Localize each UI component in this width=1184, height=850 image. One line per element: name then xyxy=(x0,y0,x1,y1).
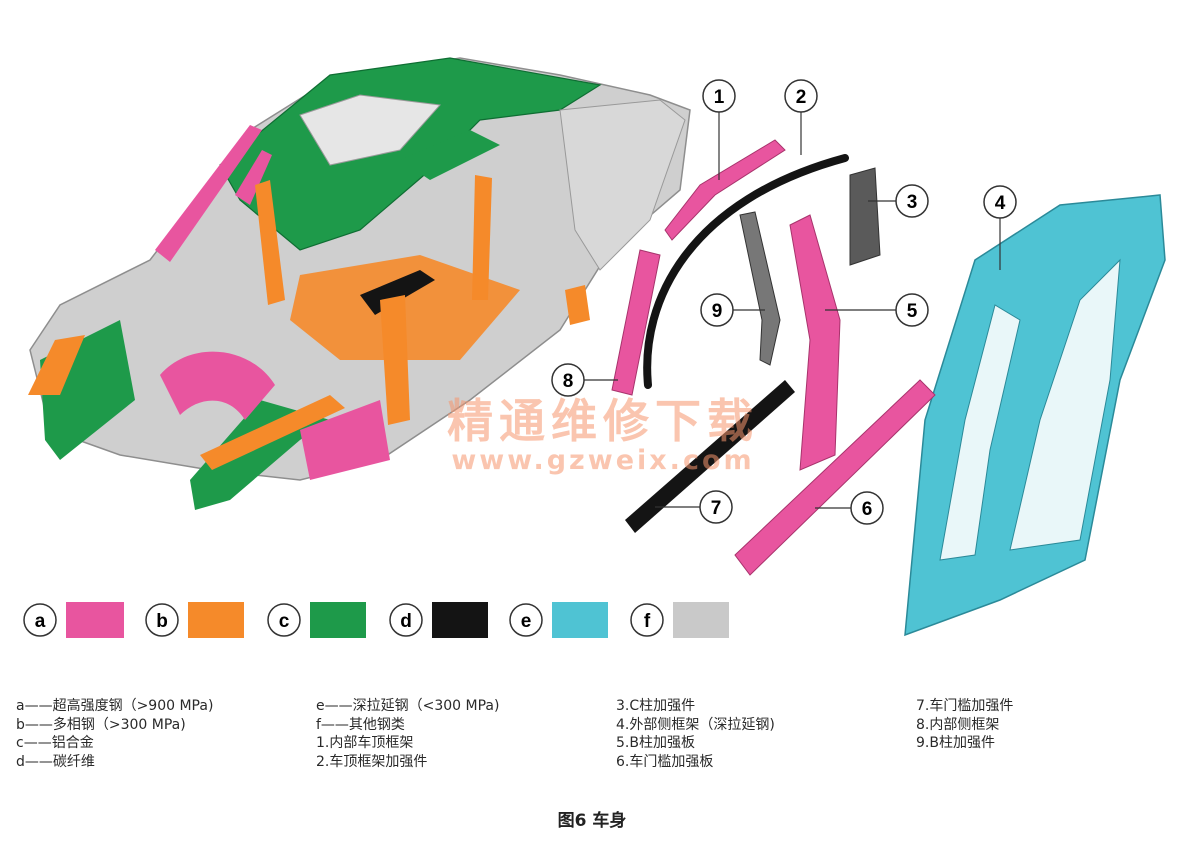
callout-2-label: 2 xyxy=(796,87,807,108)
legend-item: 8.内部侧框架 xyxy=(916,716,1000,733)
front-bumper-orange xyxy=(28,335,85,395)
callout-1-label: 1 xyxy=(714,87,725,108)
part-4-outer-side-frame xyxy=(904,194,1166,637)
legend-item: a——超高强度钢（>900 MPa) xyxy=(16,698,214,714)
sill-pink xyxy=(300,400,390,480)
sunroof-opening xyxy=(299,94,442,166)
legend-column-3: 3.C柱加强件 4.外部侧框架（深拉延钢) 5.B柱加强板 6.车门槛加强板 xyxy=(616,697,775,771)
callout-2: 2 xyxy=(784,79,818,113)
legend-item: e——深拉延钢（<300 MPa) xyxy=(316,698,500,714)
swatch-c-letter: c xyxy=(279,611,290,632)
callout-8: 8 xyxy=(551,363,585,397)
part-7-sill-reinforcement xyxy=(625,380,795,533)
legend-column-1: a——超高强度钢（>900 MPa) b——多相钢（>300 MPa) c——铝… xyxy=(16,697,213,771)
legend-item: 2.车顶框架加强件 xyxy=(316,753,428,770)
callout-4: 4 xyxy=(983,185,1017,219)
callout-3-label: 3 xyxy=(907,192,918,213)
legend-item: 7.车门槛加强件 xyxy=(916,698,1014,714)
swatch-a-color xyxy=(66,602,124,638)
swatch-b-color xyxy=(188,602,244,638)
legend-item: 5.B柱加强板 xyxy=(616,735,695,751)
swatch-a: a xyxy=(23,602,124,638)
callout-3: 3 xyxy=(895,184,929,218)
callout-9-label: 9 xyxy=(712,301,723,322)
swatch-f-letter: f xyxy=(644,611,651,632)
swatch-e-letter: e xyxy=(521,611,532,632)
part-2-roof-reinforcement xyxy=(643,154,849,389)
legend-item: 3.C柱加强件 xyxy=(616,698,696,714)
legend-item: 1.内部车顶框架 xyxy=(316,735,414,751)
legend-item: c——铝合金 xyxy=(16,735,94,751)
car-body xyxy=(28,57,691,510)
exploded-parts xyxy=(611,139,1166,637)
swatch-f: f xyxy=(630,602,729,638)
callout-leaders xyxy=(584,110,1001,509)
callout-7: 7 xyxy=(699,490,733,524)
swatch-b: b xyxy=(145,602,244,638)
swatch-e: e xyxy=(509,602,608,638)
a-pillar xyxy=(155,125,262,262)
part-9-b-pillar-reinforcement xyxy=(739,211,781,366)
swatch-a-letter: a xyxy=(35,611,46,632)
wheel-arch-pink xyxy=(160,351,275,420)
callout-4-label: 4 xyxy=(995,193,1006,214)
legend-column-4: 7.车门槛加强件 8.内部侧框架 9.B柱加强件 xyxy=(916,697,1013,753)
legend-item: 6.车门槛加强板 xyxy=(616,753,714,770)
legend-item: 4.外部侧框架（深拉延钢) xyxy=(616,716,775,733)
front-member-orange xyxy=(200,395,345,470)
callout-6-label: 6 xyxy=(862,499,873,520)
rear-orange-piece xyxy=(565,285,590,325)
b-pillar-left xyxy=(255,180,285,305)
legend-item: b——多相钢（>300 MPa) xyxy=(16,716,186,733)
part-1-inner-roof-frame xyxy=(664,139,786,241)
a-pillar-inner xyxy=(235,150,272,205)
carbon-tunnel xyxy=(360,270,435,315)
callout-8-label: 8 xyxy=(563,371,574,392)
figure-caption: 图6 车身 xyxy=(557,811,627,831)
swatch-e-color xyxy=(552,602,608,638)
legend-item: 9.B柱加强件 xyxy=(916,735,995,751)
callout-5-label: 5 xyxy=(907,301,918,322)
part-8-inner-side-frame xyxy=(611,249,661,396)
swatch-d-letter: d xyxy=(400,611,412,632)
part-6-sill-plate xyxy=(734,379,936,576)
roof-panel xyxy=(219,57,602,251)
callout-5: 5 xyxy=(895,293,929,327)
swatch-c: c xyxy=(267,602,366,638)
swatch-f-color xyxy=(673,602,729,638)
callout-7-label: 7 xyxy=(711,498,722,519)
roof-crossmember xyxy=(400,130,500,180)
callouts: 1 2 3 4 5 6 7 8 9 xyxy=(551,79,1017,525)
swatch-key: a b c d e f xyxy=(23,602,729,638)
callout-9: 9 xyxy=(700,293,734,327)
part-5-b-pillar-plate xyxy=(789,214,841,471)
callout-1: 1 xyxy=(702,79,736,113)
part-3-c-pillar-reinforcement xyxy=(849,167,881,266)
legend-item: d——碳纤维 xyxy=(16,753,95,770)
part-4-door-opening-front xyxy=(939,304,1021,561)
swatch-c-color xyxy=(310,602,366,638)
legend-column-2: e——深拉延钢（<300 MPa) f——其他钢类 1.内部车顶框架 2.车顶框… xyxy=(316,697,499,771)
swatch-d-color xyxy=(432,602,488,638)
part-4-door-opening-rear xyxy=(1009,258,1121,551)
strut-orange xyxy=(380,295,410,425)
callout-6: 6 xyxy=(850,491,884,525)
swatch-d: d xyxy=(389,602,488,638)
swatch-b-letter: b xyxy=(156,611,168,632)
legend-item: f——其他钢类 xyxy=(316,716,405,733)
rear-quarter xyxy=(559,99,686,271)
b-pillar-right xyxy=(472,175,492,300)
